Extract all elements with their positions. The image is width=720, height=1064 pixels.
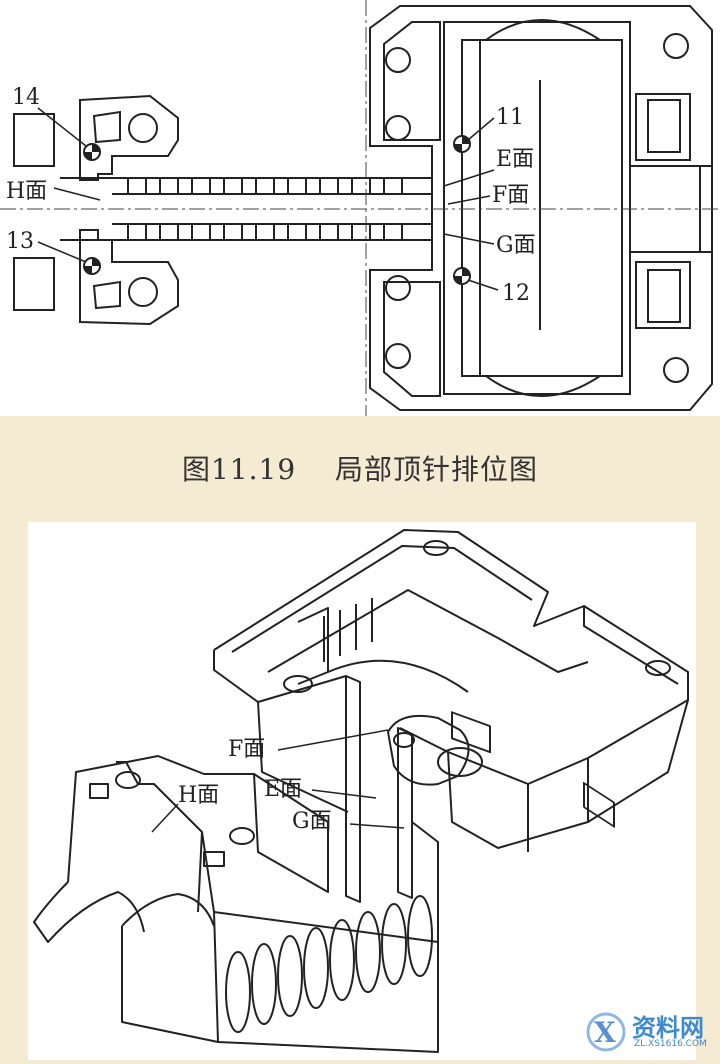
watermark-logo-icon: X [586, 1012, 626, 1052]
label-f-face-iso: F面 [228, 737, 265, 762]
right-housing [369, 5, 713, 411]
ejector-pin-11 [453, 135, 471, 153]
ejector-pin-12 [453, 267, 471, 285]
watermark: X 资料网 ZL.XS1616.COM [584, 1006, 714, 1060]
ejector-pins [83, 135, 471, 285]
watermark-url: ZL.XS1616.COM [634, 1039, 707, 1049]
drawing-lines [13, 5, 713, 411]
lower-hole-2 [229, 827, 255, 845]
left-slot-top [92, 110, 121, 144]
tab-slot-2 [203, 851, 225, 867]
left-slot-bottom [92, 280, 121, 310]
housing-hole-2 [283, 675, 313, 693]
right-hole-6 [663, 357, 689, 383]
channel-ribs [225, 895, 433, 1033]
leader-lines-bottom [151, 729, 405, 833]
post-g [397, 727, 413, 899]
left-tab-top [13, 113, 55, 167]
boss-hole [437, 747, 483, 777]
left-leg [33, 881, 145, 943]
center-lines [0, 0, 720, 416]
lower-hole-1 [115, 771, 141, 789]
label-e-face: E面 [496, 147, 534, 172]
right-window-bottom [635, 261, 691, 329]
housing-rim [213, 529, 689, 785]
ejector-pin-14 [83, 143, 101, 161]
rib-cells-bottom [127, 223, 403, 241]
right-window-top [635, 93, 691, 161]
isometric-part-svg: F面 E面 G面 H面 [33, 529, 689, 1053]
boss [387, 714, 470, 786]
left-tab-bottom [13, 257, 55, 311]
label-g-face-iso: G面 [292, 809, 332, 834]
isometric-part-drawing: F面 E面 G面 H面 [28, 522, 696, 1060]
right-hole-3 [385, 275, 411, 301]
right-hole-1 [385, 47, 411, 73]
left-block-bottom [79, 229, 179, 326]
left-hole-bottom [128, 277, 158, 307]
label-h-face-iso: H面 [178, 783, 219, 808]
figure-caption: 图11.19 局部顶针排位图 [181, 453, 539, 486]
post-f [345, 675, 361, 903]
right-hole-5 [663, 33, 689, 59]
label-14: 14 [12, 85, 40, 110]
tab-slot-1 [89, 783, 109, 799]
leader-lines [37, 107, 499, 291]
left-block-top [79, 94, 179, 181]
housing-hole-3 [645, 660, 671, 676]
label-f-face: F面 [492, 183, 529, 208]
label-h-face: H面 [6, 179, 47, 204]
ejector-layout-drawing: 14 H面 13 11 E面 F面 G面 12 [0, 0, 720, 416]
right-hole-4 [385, 343, 411, 369]
label-13: 13 [6, 229, 34, 254]
label-g-face: G面 [496, 233, 536, 258]
left-hole-top [128, 113, 158, 143]
ejector-layout-svg: 14 H面 13 11 E面 F面 G面 12 [0, 0, 720, 416]
label-12: 12 [502, 281, 530, 306]
label-11: 11 [496, 105, 524, 130]
rib-cells-top [127, 177, 403, 195]
right-hole-2 [385, 115, 411, 141]
housing-hole-1 [423, 540, 449, 556]
ejector-pin-13 [83, 257, 101, 275]
svg-text:X: X [594, 1016, 616, 1049]
label-e-face-iso: E面 [264, 777, 302, 802]
part-outline [33, 529, 689, 1053]
watermark-title: 资料网 [632, 1014, 704, 1042]
